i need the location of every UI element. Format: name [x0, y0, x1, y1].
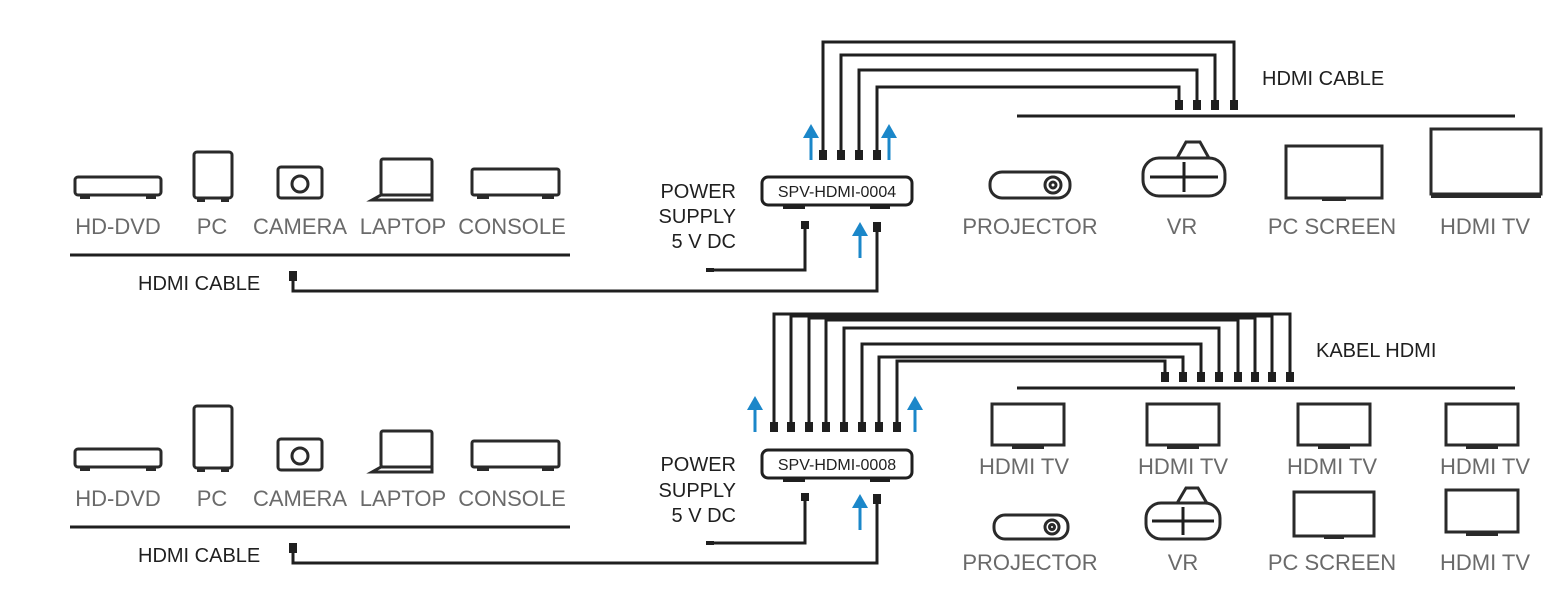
pc-screen-icon — [1284, 144, 1384, 201]
splitter-box — [760, 448, 914, 482]
power-label-line2: SUPPLY — [659, 206, 736, 228]
output-label-pc-screen: PC SCREEN — [1268, 550, 1396, 575]
output-label-hdmi-tv: HDMI TV — [1440, 214, 1530, 239]
output-cables — [819, 40, 1238, 160]
input-arrow-icon — [852, 222, 868, 258]
source-label-camera: CAMERA — [253, 214, 347, 239]
source-label-console: CONSOLE — [458, 486, 566, 511]
output-label-projector: PROJECTOR — [962, 214, 1097, 239]
hdmi-tv-icon — [990, 402, 1066, 449]
power-label-line3: 5 V DC — [672, 231, 736, 253]
source-label-laptop: LAPTOP — [360, 486, 446, 511]
output-cable-label: KABEL HDMI — [1316, 340, 1436, 362]
hdmi-tv-icon — [1296, 402, 1372, 449]
splitter-model-label: SPV-HDMI-0008 — [778, 457, 896, 474]
output-label-pc-screen: PC SCREEN — [1268, 214, 1396, 239]
console-icon — [470, 167, 561, 199]
source-label-hd-dvd: HD-DVD — [75, 214, 161, 239]
power-plug — [801, 221, 809, 229]
top-diagram: HD-DVD PC CAMERA LAPTOP CONSOLE HDMI CAB… — [70, 40, 1543, 295]
power-label-line1: POWER — [660, 181, 736, 203]
camera-icon — [276, 437, 324, 472]
power-cable-end — [706, 541, 714, 545]
source-label-pc: PC — [197, 486, 228, 511]
power-cable — [710, 498, 807, 545]
output-label-vr: VR — [1168, 550, 1199, 575]
pc-icon — [192, 404, 234, 472]
input-cable — [291, 498, 879, 565]
projector-icon — [988, 170, 1072, 200]
output-arrow-right-icon — [907, 396, 923, 432]
output-arrow-left-icon — [803, 124, 819, 160]
bottom-diagram: HD-DVD PC CAMERA LAPTOP CONSOLE HDMI CAB… — [70, 312, 1530, 575]
pc-icon — [192, 150, 234, 202]
hdmi-tv-icon — [1429, 127, 1543, 198]
input-arrow-icon — [852, 494, 868, 530]
input-cable-label: HDMI CABLE — [138, 545, 260, 567]
source-label-laptop: LAPTOP — [360, 214, 446, 239]
output-cable-label: HDMI CABLE — [1262, 68, 1384, 90]
input-cable-label: HDMI CABLE — [138, 273, 260, 295]
input-cable-plug — [289, 543, 297, 553]
splitter-input-plug — [873, 222, 881, 232]
projector-icon — [992, 513, 1070, 541]
console-icon — [470, 439, 561, 471]
hdmi-tv-icon — [1444, 402, 1520, 449]
laptop-icon — [366, 429, 434, 474]
splitter-model-label: SPV-HDMI-0004 — [778, 184, 896, 201]
camera-icon — [276, 165, 324, 200]
splitter-input-plug — [873, 494, 881, 504]
input-cable-plug — [289, 271, 297, 281]
power-label-line1: POWER — [660, 454, 736, 476]
input-cable — [291, 226, 879, 293]
output-label-hdmi-tv: HDMI TV — [979, 454, 1069, 479]
output-arrow-left-icon — [747, 396, 763, 432]
source-label-pc: PC — [197, 214, 228, 239]
output-cables — [770, 312, 1294, 432]
power-cable-end — [706, 268, 714, 272]
laptop-icon — [366, 157, 434, 202]
power-cable — [710, 226, 807, 272]
splitter-box — [760, 175, 914, 209]
pc-screen-icon — [1292, 490, 1376, 539]
power-plug — [801, 493, 809, 501]
hdmi-tv-icon — [1145, 402, 1221, 449]
hdmi-tv-icon — [1444, 488, 1520, 536]
source-label-camera: CAMERA — [253, 486, 347, 511]
vr-headset-icon — [1144, 486, 1222, 541]
power-label-line3: 5 V DC — [672, 505, 736, 527]
output-label-hdmi-tv: HDMI TV — [1440, 454, 1530, 479]
source-label-console: CONSOLE — [458, 214, 566, 239]
vr-headset-icon — [1141, 140, 1227, 198]
output-label-hdmi-tv: HDMI TV — [1138, 454, 1228, 479]
hd-dvd-icon — [73, 175, 163, 199]
output-arrow-right-icon — [881, 124, 897, 160]
output-label-hdmi-tv: HDMI TV — [1287, 454, 1377, 479]
output-label-hdmi-tv: HDMI TV — [1440, 550, 1530, 575]
source-label-hd-dvd: HD-DVD — [75, 486, 161, 511]
output-label-projector: PROJECTOR — [962, 550, 1097, 575]
output-label-vr: VR — [1167, 214, 1198, 239]
hd-dvd-icon — [73, 447, 163, 471]
power-label-line2: SUPPLY — [659, 480, 736, 502]
